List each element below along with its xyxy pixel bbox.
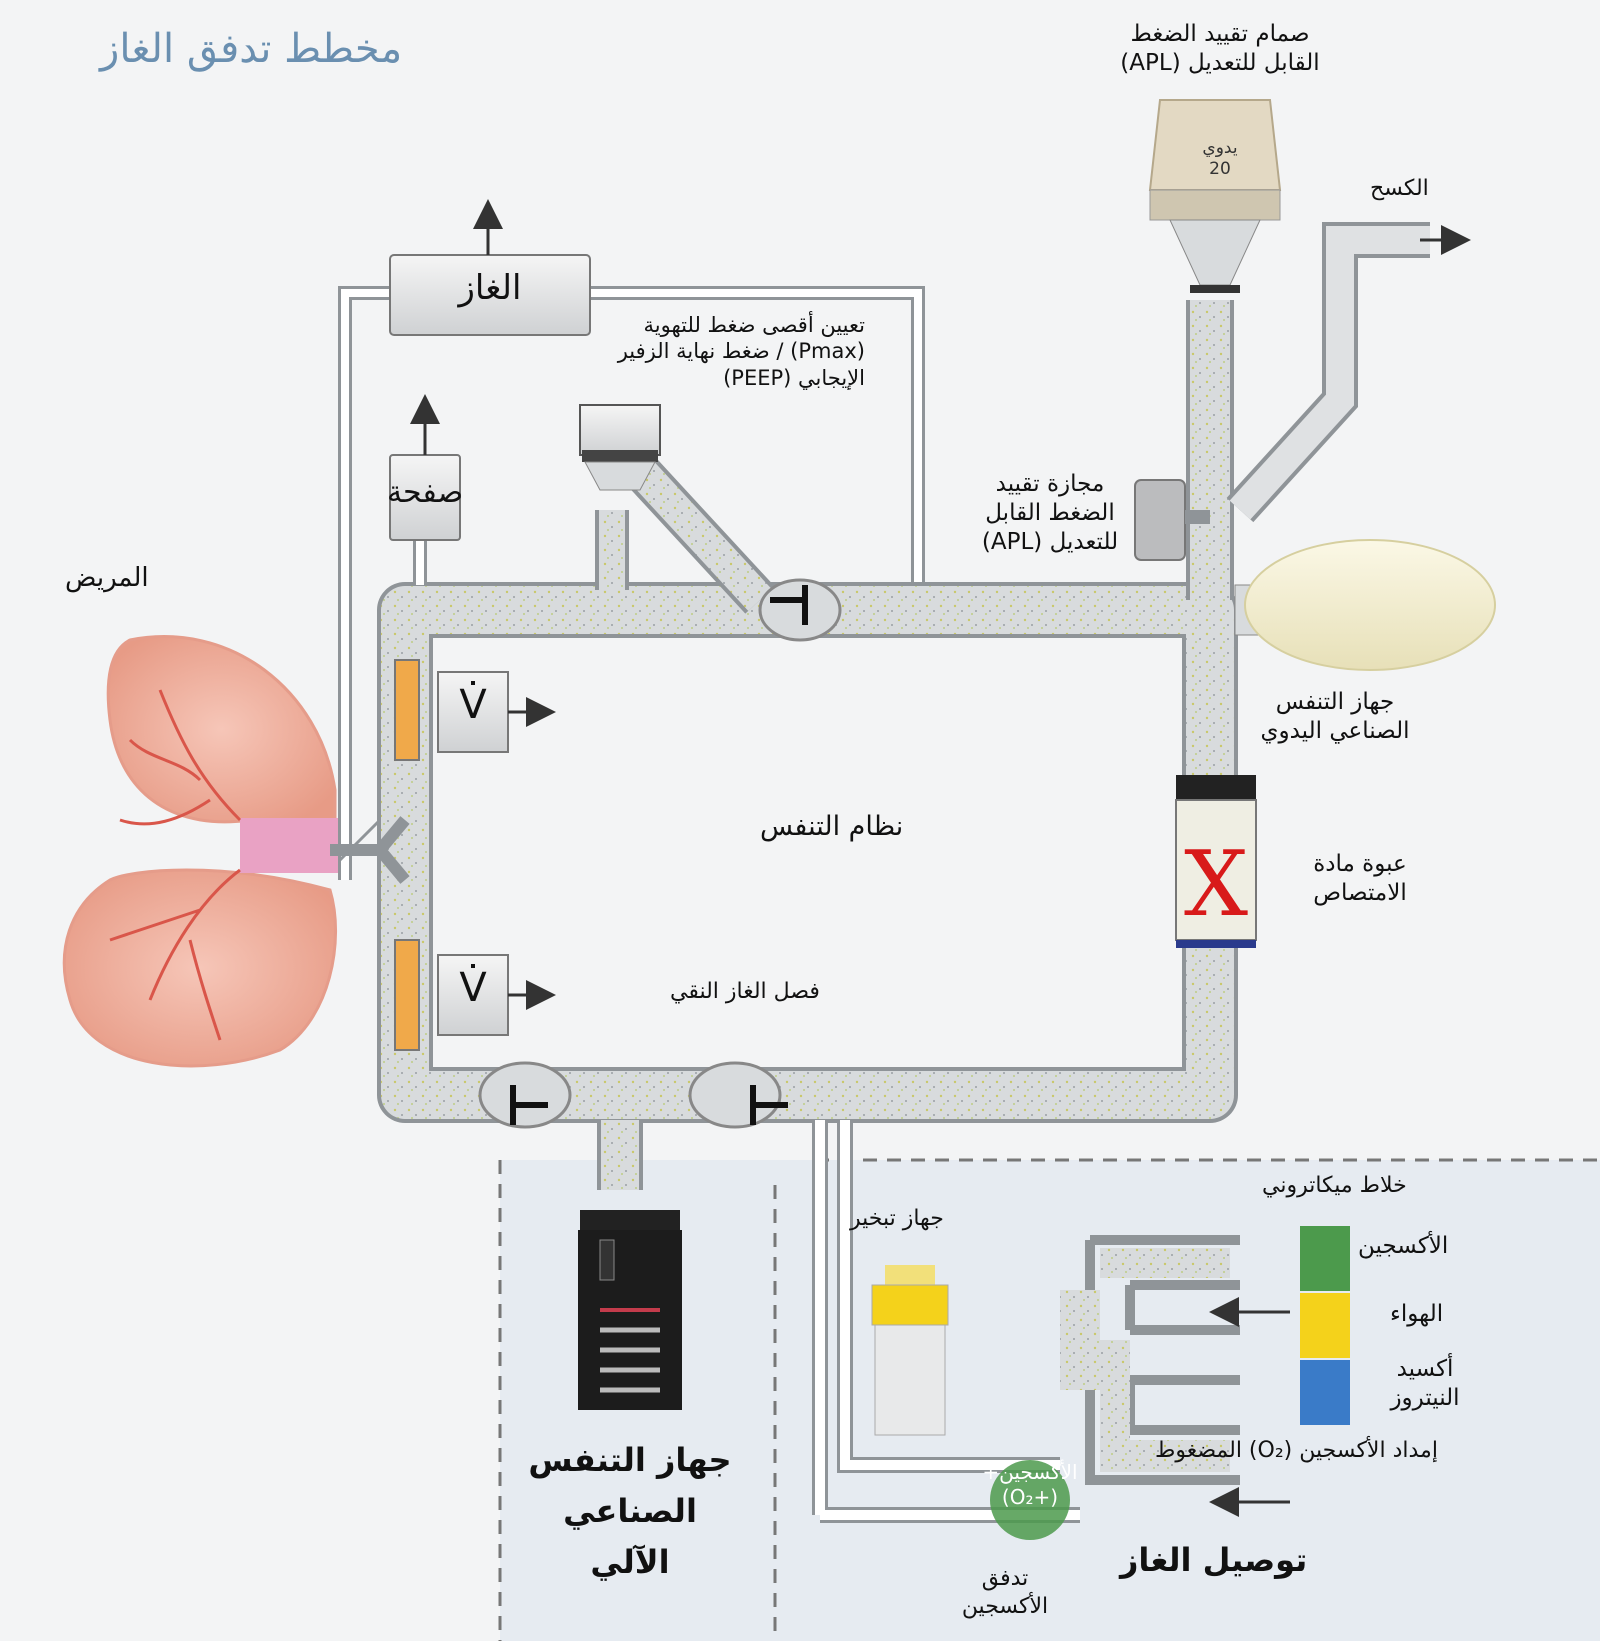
flow-symbol-inspiratory: V̇ — [459, 682, 487, 728]
absorber-exhausted-mark: X — [1183, 832, 1249, 937]
vaporizer — [871, 1265, 949, 1436]
vaporizer-label: جهاز تبخير — [850, 1206, 944, 1231]
lungs-illustration — [62, 635, 340, 1068]
pmax-peep-label: تعيين أقصى ضغط للتهوية(Pmax) / ضغط نهاية… — [617, 313, 865, 390]
oxygen-label: الأكسجين — [1358, 1233, 1449, 1259]
absorber-canister — [1175, 775, 1257, 948]
mixer-label: خلاط ميكاتروني — [1262, 1173, 1407, 1198]
gas-analyzer-box — [389, 254, 591, 336]
o2-flush-button — [990, 1460, 1070, 1540]
mixer-manifold — [1060, 1235, 1290, 1517]
o2-flush-label: الأكسجين+(+O₂) — [982, 1460, 1078, 1509]
check-valve-upper — [758, 578, 842, 642]
air-swatch — [1300, 1293, 1350, 1358]
flow-sensor-inspiratory — [394, 659, 556, 761]
patient-label: المريض — [65, 563, 149, 593]
flow-sensor-expiratory — [394, 939, 556, 1051]
air-label: الهواء — [1390, 1301, 1444, 1327]
breathing-circuit — [330, 222, 1430, 1523]
flow-symbol-expiratory: V̇ — [459, 965, 487, 1011]
check-valve-lower-2 — [688, 1061, 788, 1129]
pressure-box-label: صفحة — [386, 475, 464, 510]
peep-valve — [579, 404, 661, 491]
check-valve-lower-1 — [478, 1061, 572, 1129]
o2-supply-label: إمداد الأكسجين (O₂) المضغوط — [1155, 1438, 1438, 1463]
oxygen-swatch — [1300, 1226, 1350, 1291]
fresh-gas-decoupling-label: فصل الغاز النقي — [670, 979, 820, 1004]
breathing-system-label: نظام التنفس — [760, 811, 904, 842]
apl-valve — [1148, 99, 1282, 293]
page-title: مخطط تدفق الغاز — [100, 26, 403, 72]
scavenging-label: الكسح — [1370, 176, 1429, 201]
ventilator-bellows — [578, 1210, 682, 1410]
breathing-bag — [1234, 539, 1496, 671]
apl-bypass-knob — [1134, 479, 1210, 561]
gas-box-label: الغاز — [458, 268, 522, 308]
nitrous-swatch — [1300, 1360, 1350, 1425]
gas-delivery-label: توصيل الغاز — [1120, 1541, 1308, 1579]
gas-delivery-panel — [498, 1158, 1600, 1641]
